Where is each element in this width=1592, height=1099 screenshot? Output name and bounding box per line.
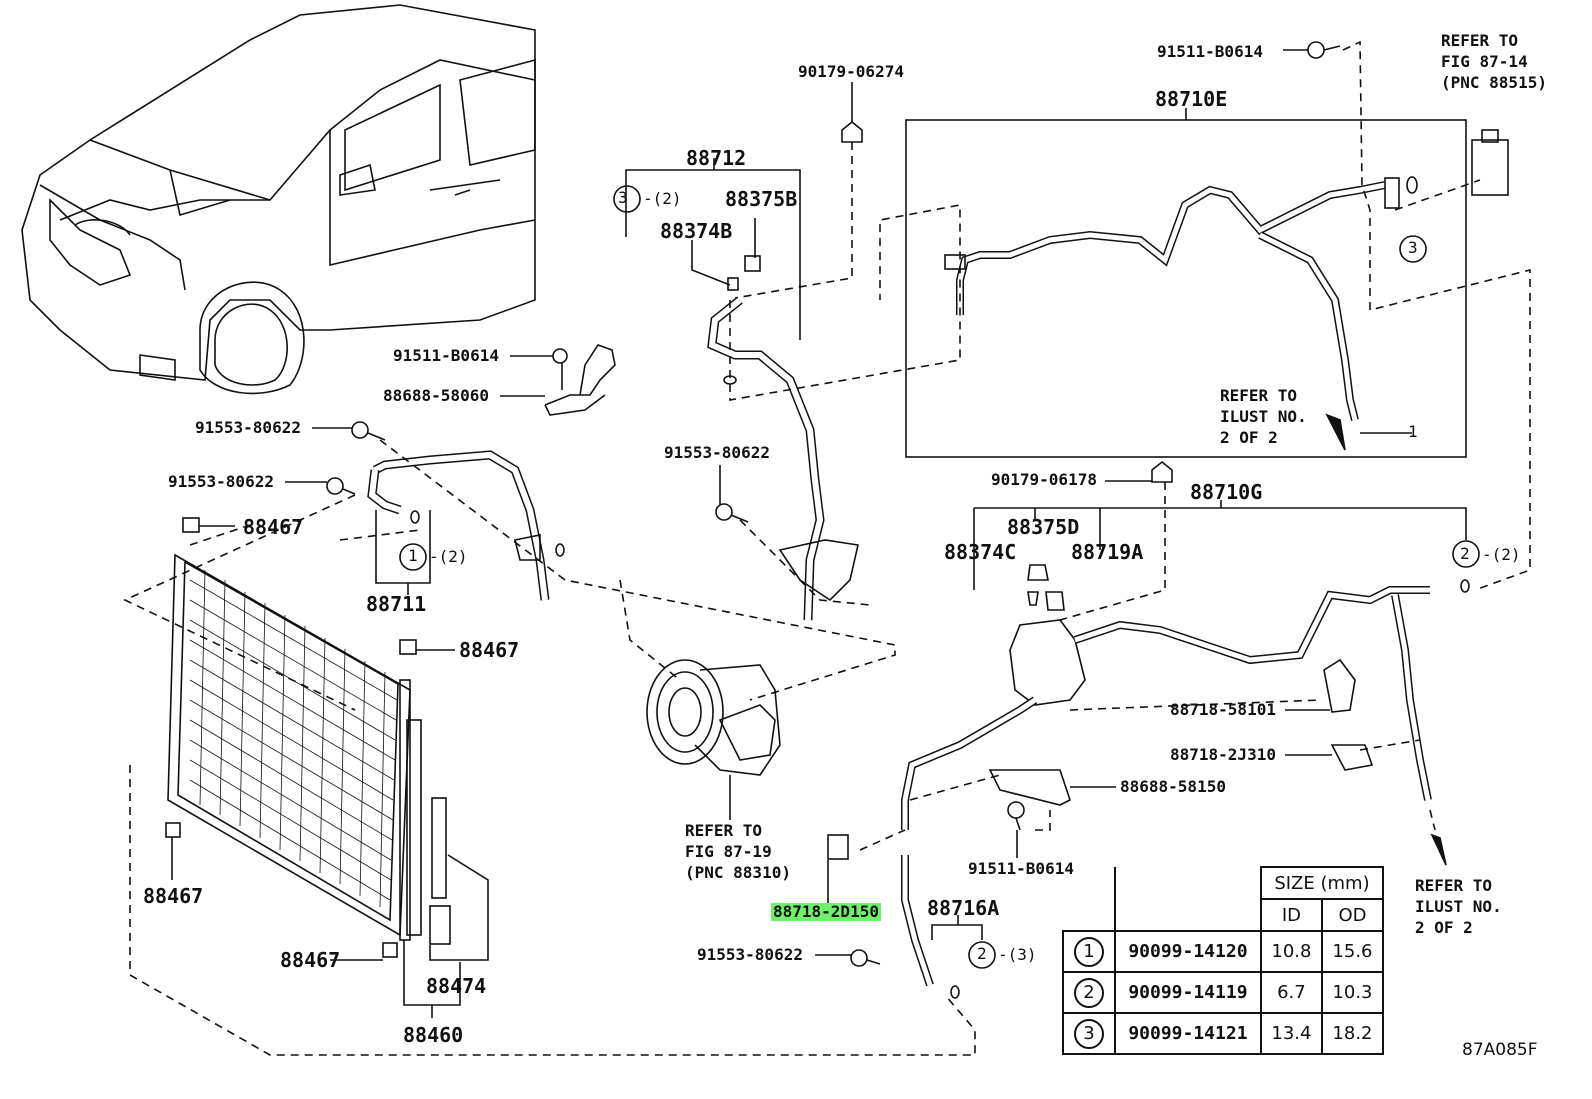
vehicle-illustration bbox=[21, 4, 536, 395]
col-id: ID bbox=[1259, 898, 1323, 932]
size-header: SIZE (mm) bbox=[1259, 866, 1385, 900]
callout-2-low-qty: -(3) bbox=[998, 945, 1037, 964]
refer-top-line2: FIG 87-14 bbox=[1441, 52, 1528, 71]
label-88711: 88711 bbox=[366, 592, 427, 616]
label-88374b: 88374B bbox=[660, 219, 733, 243]
label-88467-b: 88467 bbox=[459, 638, 520, 662]
label-88710g: 88710G bbox=[1190, 480, 1263, 504]
row-mark: 3 bbox=[1073, 1018, 1104, 1049]
label-88688-58060: 88688-58060 bbox=[383, 386, 489, 405]
callout-3-right: 3 bbox=[1408, 238, 1418, 257]
label-88719a: 88719A bbox=[1071, 540, 1144, 564]
label-91511-b0614-mid: 91511-B0614 bbox=[393, 346, 499, 365]
table-row: 1 90099-14120 10.8 15.6 bbox=[1062, 930, 1385, 973]
callout-2-right: 2 bbox=[1460, 544, 1470, 563]
label-91553-80622-a: 91553-80622 bbox=[195, 418, 301, 437]
dashed-lines bbox=[123, 40, 1531, 1056]
refer-mid-line3: 2 OF 2 bbox=[1220, 428, 1278, 447]
label-91553-80622-d: 91553-80622 bbox=[697, 945, 803, 964]
label-88467-c: 88467 bbox=[143, 884, 204, 908]
refer-low-line2: ILUST NO. bbox=[1415, 897, 1502, 916]
callout-3-qty: -(2) bbox=[643, 189, 682, 208]
label-91553-80622-c: 91553-80622 bbox=[664, 443, 770, 462]
callout-1-qty: -(2) bbox=[429, 547, 468, 566]
row-id: 13.4 bbox=[1259, 1012, 1323, 1055]
label-88716a: 88716A bbox=[927, 896, 1000, 920]
label-88374c: 88374C bbox=[944, 540, 1017, 564]
callout-3-top: 3 bbox=[618, 188, 628, 207]
table-row: 3 90099-14121 13.4 18.2 bbox=[1062, 1012, 1385, 1055]
label-88375d: 88375D bbox=[1007, 515, 1080, 539]
label-91553-80622-b: 91553-80622 bbox=[168, 472, 274, 491]
refer-top-line3: (PNC 88515) bbox=[1441, 73, 1547, 92]
row-part: 90099-14121 bbox=[1113, 1012, 1262, 1055]
row-od: 18.2 bbox=[1320, 1012, 1385, 1055]
figure-code: 87A085F bbox=[1462, 1040, 1538, 1060]
row-id: 6.7 bbox=[1259, 971, 1323, 1014]
refer-mid-line1: REFER TO bbox=[1220, 386, 1298, 405]
label-88375b: 88375B bbox=[725, 187, 798, 211]
refer-comp-line2: FIG 87-19 bbox=[685, 842, 772, 861]
label-88467-d: 88467 bbox=[280, 948, 341, 972]
label-88712: 88712 bbox=[686, 146, 747, 170]
refer-mid-line2: ILUST NO. bbox=[1220, 407, 1307, 426]
label-88718-58101: 88718-58101 bbox=[1170, 700, 1276, 719]
col-od: OD bbox=[1320, 898, 1385, 932]
label-88718-2j310: 88718-2J310 bbox=[1170, 745, 1276, 764]
row-mark: 2 bbox=[1073, 977, 1104, 1008]
callout-1-right: 1 bbox=[1408, 422, 1418, 441]
row-od: 15.6 bbox=[1320, 930, 1385, 973]
callout-1-left: 1 bbox=[408, 546, 418, 565]
row-od: 10.3 bbox=[1320, 971, 1385, 1014]
refer-top-line1: REFER TO bbox=[1441, 31, 1519, 50]
label-91511-b0614-top: 91511-B0614 bbox=[1157, 42, 1263, 61]
label-88467-a: 88467 bbox=[243, 515, 304, 539]
label-90179-06274: 90179-06274 bbox=[798, 62, 904, 81]
label-88474: 88474 bbox=[426, 974, 487, 998]
refer-low-line3: 2 OF 2 bbox=[1415, 918, 1473, 937]
row-id: 10.8 bbox=[1259, 930, 1323, 973]
leader-lines bbox=[199, 49, 1412, 961]
compressor-illustration bbox=[646, 659, 781, 820]
label-91511-b0614-low: 91511-B0614 bbox=[968, 859, 1074, 878]
table-row: 2 90099-14119 6.7 10.3 bbox=[1062, 971, 1385, 1014]
condenser-illustration bbox=[165, 517, 489, 1018]
bolts bbox=[326, 41, 1341, 967]
row-part: 90099-14119 bbox=[1113, 971, 1262, 1014]
label-88710e: 88710E bbox=[1155, 87, 1228, 111]
refer-comp-line1: REFER TO bbox=[685, 821, 763, 840]
label-90179-06178: 90179-06178 bbox=[991, 470, 1097, 489]
refer-comp-line3: (PNC 88310) bbox=[685, 863, 791, 882]
callout-2-low: 2 bbox=[977, 944, 987, 963]
label-88688-58150: 88688-58150 bbox=[1120, 777, 1226, 796]
callout-2-right-qty: -(2) bbox=[1482, 545, 1521, 564]
label-88718-2d150-highlighted[interactable]: 88718-2D150 bbox=[771, 902, 881, 921]
row-part: 90099-14120 bbox=[1113, 930, 1262, 973]
size-table: SIZE (mm) ID OD 1 90099-14120 10.8 15.6 … bbox=[1062, 866, 1385, 1055]
row-mark: 1 bbox=[1073, 936, 1104, 967]
label-88460: 88460 bbox=[403, 1023, 464, 1047]
refer-low-line1: REFER TO bbox=[1415, 876, 1493, 895]
